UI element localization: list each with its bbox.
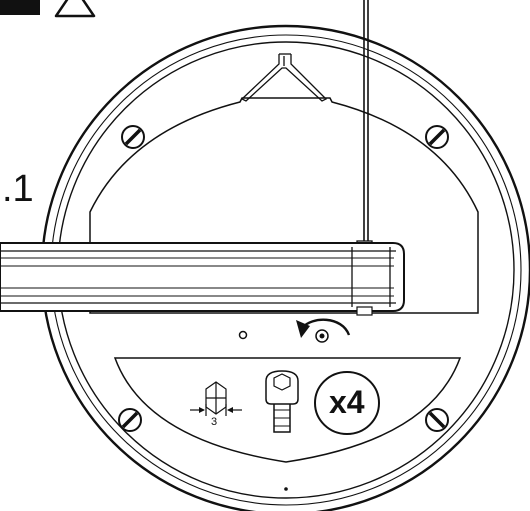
tool-size-label: 3 bbox=[211, 416, 218, 428]
hex-key-icon bbox=[190, 381, 242, 416]
mounting-slot-top-left bbox=[121, 125, 145, 149]
mounting-slot-top-right bbox=[425, 125, 449, 149]
canopy-upper-cutout bbox=[89, 97, 479, 314]
rotate-counterclockwise-icon bbox=[296, 318, 351, 338]
warning-triangle-icon bbox=[54, 0, 96, 18]
quantity-label: x4 bbox=[329, 384, 365, 420]
profile-arm bbox=[0, 242, 405, 316]
socket-head-screw-icon bbox=[265, 370, 299, 433]
canopy-lower-cutout bbox=[113, 357, 462, 463]
mounting-slot-bottom-left bbox=[118, 408, 142, 432]
quantity-circle bbox=[314, 371, 380, 435]
step-label: .1 bbox=[2, 168, 34, 210]
small-hole bbox=[238, 330, 248, 340]
fixing-screw bbox=[315, 329, 329, 343]
center-dot bbox=[284, 487, 288, 491]
step-badge-icon bbox=[0, 0, 40, 15]
top-bracket bbox=[240, 53, 328, 102]
mounting-slot-bottom-right bbox=[425, 408, 449, 432]
